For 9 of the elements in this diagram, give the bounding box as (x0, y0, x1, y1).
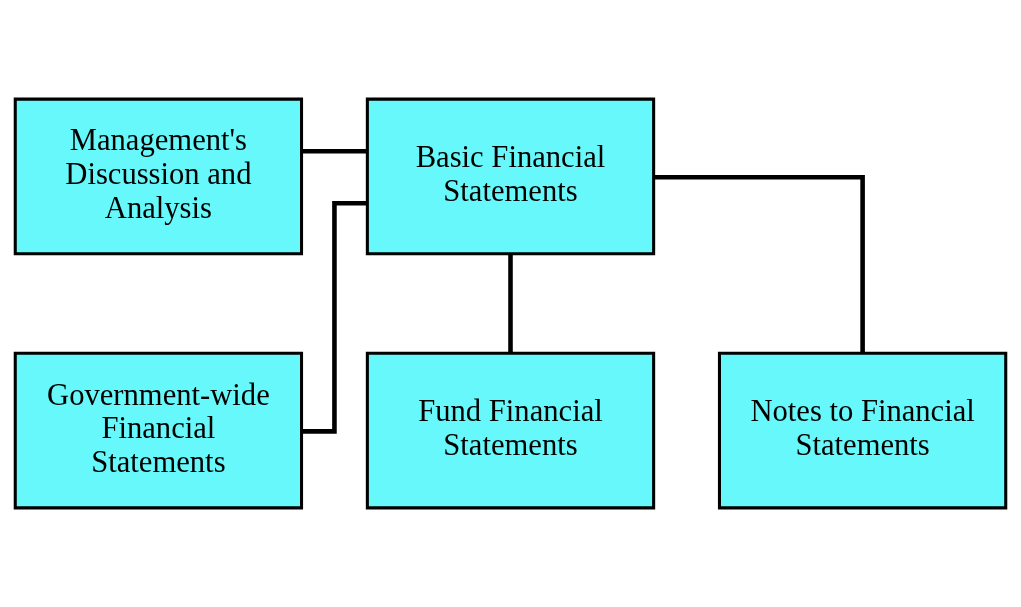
connector (653, 174, 865, 354)
node-box: Notes to Financial Statements (717, 351, 1008, 510)
node-box: Fund Financial Statements (365, 351, 656, 510)
connector (508, 254, 513, 353)
connector (301, 148, 367, 154)
node-box: Basic Financial Statements (365, 97, 656, 256)
connector (301, 200, 368, 434)
node-box: Government-wide Financial Statements (13, 351, 304, 510)
node-box: Management's Discussion and Analysis (13, 97, 304, 256)
